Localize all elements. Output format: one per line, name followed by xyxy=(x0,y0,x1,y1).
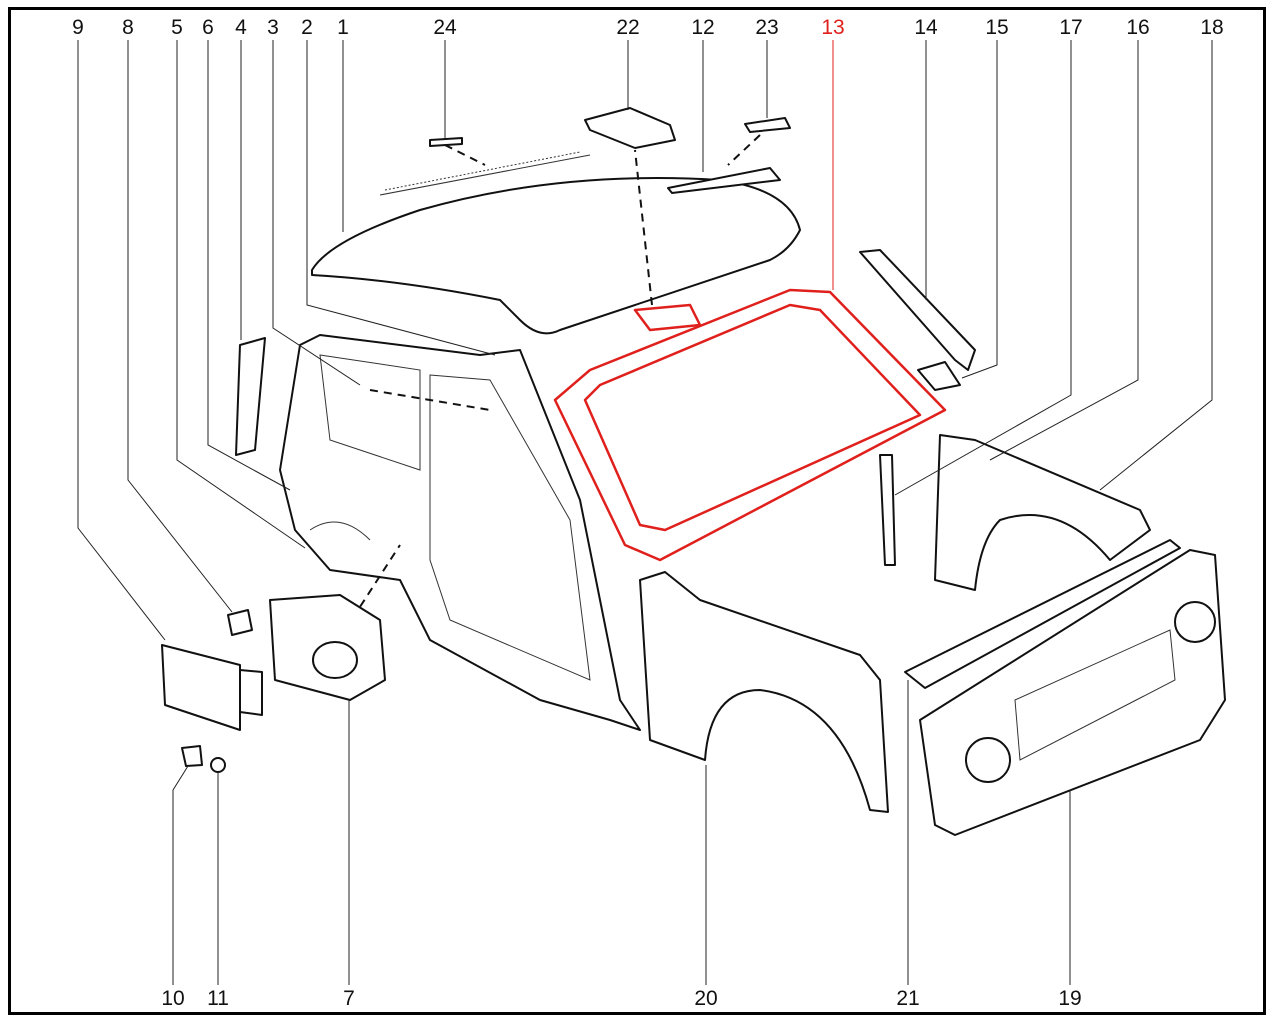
part-4 xyxy=(235,337,266,456)
diagram-frame xyxy=(8,7,1266,1015)
callout-22: 22 xyxy=(616,16,639,39)
callout-11: 11 xyxy=(207,987,229,1010)
callout-3: 3 xyxy=(267,16,279,39)
arrow-23 xyxy=(727,134,761,166)
front-fender-20 xyxy=(639,571,889,813)
callout-15: 15 xyxy=(985,16,1008,39)
part-23 xyxy=(744,117,791,133)
callout-10: 10 xyxy=(161,987,184,1010)
inner-panel-16 xyxy=(934,434,1151,591)
fuel-filler-housing-7 xyxy=(269,594,386,701)
callout-8: 8 xyxy=(122,16,134,39)
callout-9: 9 xyxy=(72,16,84,39)
callout-17: 17 xyxy=(1059,16,1082,39)
arrow-24 xyxy=(444,144,486,166)
callout-23: 23 xyxy=(755,16,778,39)
arrow-22 xyxy=(634,149,653,306)
part-15 xyxy=(917,361,961,391)
roof-rail-12 xyxy=(667,167,781,194)
callout-4: 4 xyxy=(235,16,247,39)
callout-7: 7 xyxy=(343,987,355,1010)
callout-24: 24 xyxy=(433,16,457,39)
front-panel-19 xyxy=(919,549,1226,836)
part-22 xyxy=(584,107,676,149)
callout-18: 18 xyxy=(1200,16,1223,39)
arrow-3 xyxy=(369,389,491,411)
part-24 xyxy=(429,137,463,147)
callout-21: 21 xyxy=(896,987,919,1010)
leader-lines xyxy=(77,40,1213,985)
callout-19: 19 xyxy=(1058,987,1081,1010)
callout-1: 1 xyxy=(337,16,349,39)
pillar-17 xyxy=(879,454,896,566)
callout-20: 20 xyxy=(694,987,717,1010)
callout-6: 6 xyxy=(202,16,214,39)
callout-5: 5 xyxy=(171,16,183,39)
hinge-part xyxy=(239,669,263,716)
side-body-panel xyxy=(279,334,641,731)
roof-panel xyxy=(311,151,801,335)
callout-13-highlighted: 13 xyxy=(821,16,844,39)
bottom-callouts: 10 11 7 20 21 19 xyxy=(161,987,1081,1010)
callout-2: 2 xyxy=(301,16,313,39)
windshield-frame-13 xyxy=(553,288,947,562)
bumper-8 xyxy=(227,609,253,636)
part-14 xyxy=(859,249,976,371)
callout-12: 12 xyxy=(691,16,714,39)
crossmember-21 xyxy=(904,539,1181,689)
top-callouts: 9 8 5 6 4 3 2 1 24 22 12 23 13 14 15 17 … xyxy=(72,16,1224,39)
washer-11 xyxy=(210,757,226,773)
bolt-10 xyxy=(181,745,203,767)
callout-14: 14 xyxy=(914,16,938,39)
callout-16: 16 xyxy=(1126,16,1149,39)
fuel-door-9 xyxy=(161,644,241,731)
